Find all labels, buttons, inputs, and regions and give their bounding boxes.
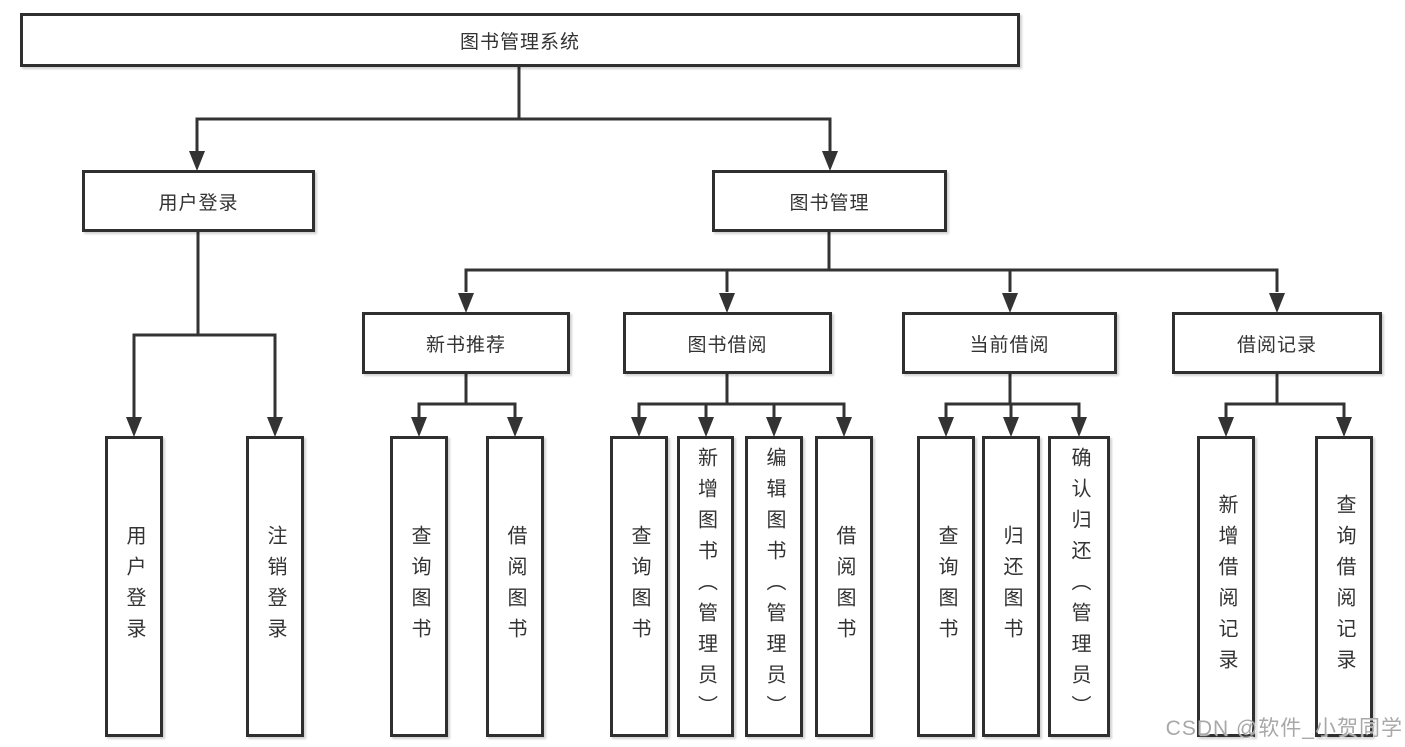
leaf-query-borrow-record: 查询借阅记录 [1315, 436, 1373, 737]
leaf-confirm-return-admin: 确认归还（管理员） [1048, 436, 1110, 737]
node-book-management: 图书管理 [712, 170, 947, 232]
leaf-query-books-borrowing: 查询图书 [610, 436, 668, 737]
node-borrowing-records: 借阅记录 [1172, 312, 1382, 374]
leaf-edit-books-admin: 编辑图书（管理员） [745, 436, 803, 737]
leaf-query-books-current: 查询图书 [917, 436, 975, 737]
node-user-login: 用户登录 [82, 170, 315, 232]
leaf-query-books-recommend: 查询图书 [390, 436, 448, 737]
node-new-book-recommendation: 新书推荐 [362, 312, 570, 374]
leaf-add-books-admin: 新增图书（管理员） [677, 436, 734, 737]
node-root-system: 图书管理系统 [20, 13, 1020, 67]
leaf-add-borrow-record: 新增借阅记录 [1197, 436, 1255, 737]
leaf-user-login: 用户登录 [105, 436, 163, 737]
node-book-borrowing: 图书借阅 [623, 312, 832, 374]
leaf-logout: 注销登录 [246, 436, 304, 737]
csdn-watermark: CSDN @软件_小贺同学 [1165, 717, 1403, 740]
leaf-borrow-books: 借阅图书 [815, 436, 873, 737]
leaf-return-books: 归还图书 [982, 436, 1040, 737]
node-current-borrowing: 当前借阅 [902, 312, 1117, 374]
leaf-borrow-books-recommend: 借阅图书 [486, 436, 544, 737]
